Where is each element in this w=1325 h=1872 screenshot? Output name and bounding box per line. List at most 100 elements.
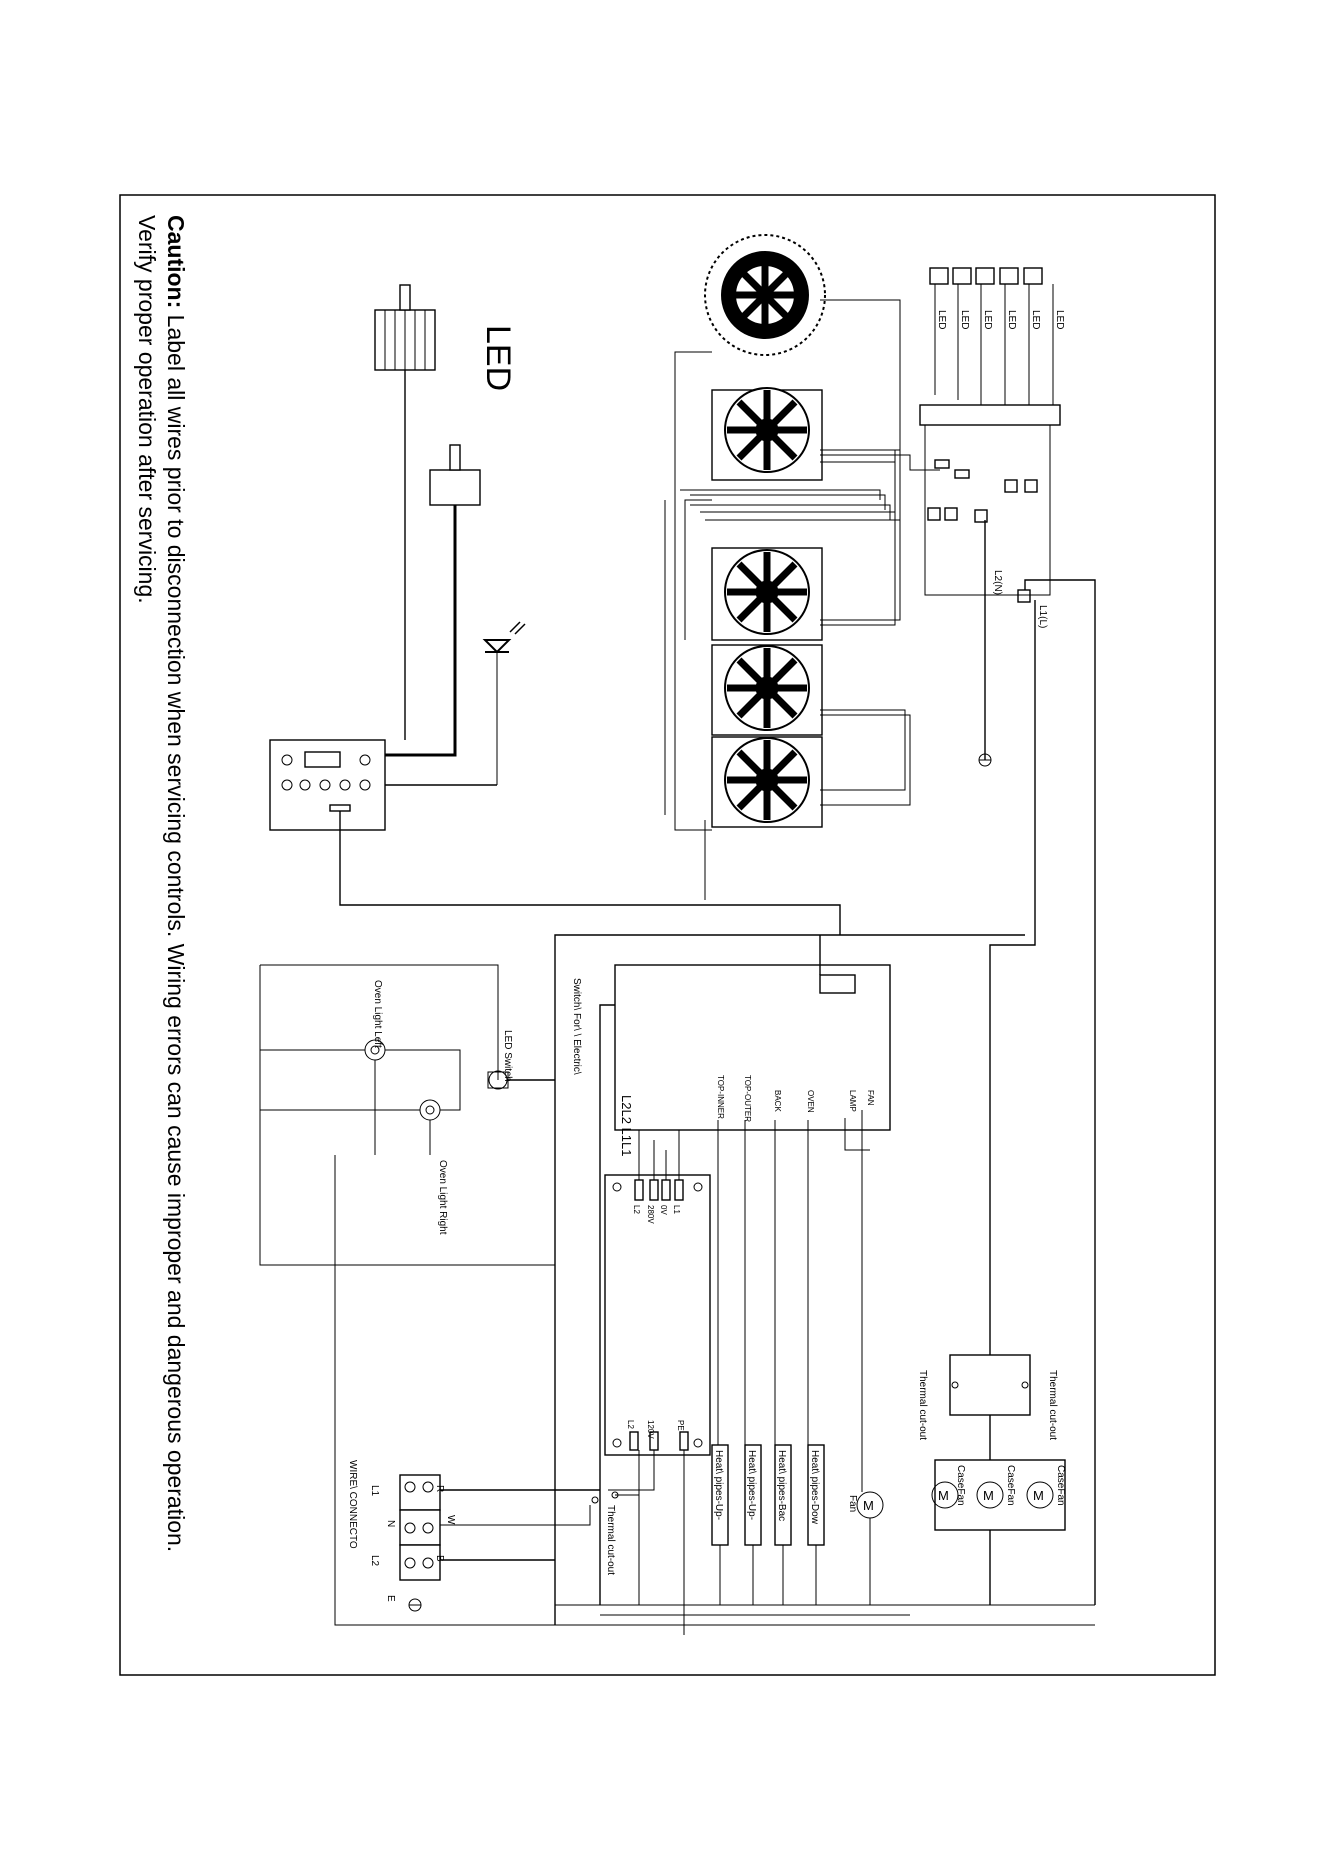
svg-text:Heat\ pipes-Bac: Heat\ pipes-Bac [776,1450,787,1521]
svg-text:Switch\ For\ \ Electric\: Switch\ For\ \ Electric\ [571,978,582,1075]
burner-3 [711,547,823,641]
casefan-label-3: CaseFan [955,1465,966,1506]
svg-text:0V: 0V [659,1205,668,1215]
svg-text:Oven Light Left: Oven Light Left [372,980,383,1048]
power-board [604,1174,711,1456]
caution-line-1: Caution: Label all wires prior to discon… [163,215,189,1552]
svg-text:Thermal cut-out: Thermal cut-out [917,1370,928,1440]
svg-text:OVEN: OVEN [806,1090,815,1113]
casefan-label-1: CaseFan [1055,1465,1066,1506]
led-bar-label-4: LED [1006,310,1017,329]
heat-pipe-label-2: Heat\ pipes-Bac [776,1450,787,1521]
svg-text:TOP-INNER: TOP-INNER [716,1075,725,1119]
svg-text:LED: LED [959,310,970,329]
svg-text:LED: LED [1054,310,1065,329]
thermal-cutouts [949,1354,1031,1416]
svg-text:Heat\ pipes-Up-: Heat\ pipes-Up- [713,1450,724,1520]
connector-l1: L1 [369,1485,380,1497]
svg-text:B: B [434,1555,445,1562]
heat-pipe-label-3: Heat\ pipes-Up- [746,1450,757,1520]
pin-0v: 0V [659,1205,668,1215]
casefan-label-2: CaseFan [1005,1465,1016,1506]
svg-text:L1: L1 [369,1485,380,1497]
svg-text:M: M [1033,1488,1044,1503]
svg-text:TOP-OUTER: TOP-OUTER [743,1075,752,1122]
power-label-l1: L1(L) [1037,605,1048,628]
connector-r: R [434,1485,445,1492]
led-symbol [482,621,526,785]
led-strip [919,267,1061,426]
led-bar-label-5: LED [1030,310,1041,329]
pin-pe: PE [676,1420,685,1431]
oven-light-right [419,1099,441,1121]
main-board-title: Switch\ For\ \ Electric\ [571,978,582,1075]
svg-text:FAN: FAN [866,1090,875,1106]
main-board-supply: L2L2 L1L1 [619,1095,634,1156]
svg-text:E: E [385,1595,396,1602]
connector-e: E [385,1595,396,1602]
svg-text:M: M [863,1498,874,1513]
fan-label: Fan [847,1495,858,1512]
terminal-lamp: LAMP [848,1090,857,1112]
led-bar-label-2: LED [959,310,970,329]
svg-text:L1: L1 [672,1205,681,1214]
svg-text:Heat\ pipes-Dow: Heat\ pipes-Dow [809,1450,820,1525]
transformer [385,444,481,757]
svg-text:120V: 120V [646,1420,655,1439]
svg-text:LED: LED [982,310,993,329]
svg-text:PE: PE [676,1420,685,1431]
terminal-oven: OVEN [806,1090,815,1113]
led-switch-label: LED Switch [502,1030,513,1082]
led-bar-label-3: LED [982,310,993,329]
wire-connector-title: WIRE\ CONNECTO [347,1460,358,1549]
svg-text:LED: LED [936,310,947,329]
svg-text:CaseFan: CaseFan [955,1465,966,1506]
svg-text:M: M [938,1488,949,1503]
connector-l2: L2 [369,1555,380,1567]
svg-text:WIRE\ CONNECTO: WIRE\ CONNECTO [347,1460,358,1549]
caution-note: Caution: Label all wires prior to discon… [134,215,189,1552]
svg-text:L2L2 L1L1: L2L2 L1L1 [619,1095,634,1156]
main-switch-board [554,934,1025,1625]
pin-l1: L1 [672,1205,681,1214]
heat-pipe-label-1: Heat\ pipes-Dow [809,1450,820,1525]
burner-4 [711,644,823,736]
caution-line-2: Verify proper operation after servicing. [134,215,160,604]
svg-text:L2: L2 [626,1420,635,1429]
oven-light-left-label: Oven Light Left [372,980,383,1048]
svg-text:Thermal cut-out: Thermal cut-out [605,1505,616,1575]
svg-text:280V: 280V [646,1205,655,1224]
pin-l2: L2 [632,1205,641,1214]
svg-text:CaseFan: CaseFan [1005,1465,1016,1506]
diagram-frame [119,194,1216,1676]
connector-b: B [434,1555,445,1562]
burner-5 [711,736,823,828]
terminal-fan: FAN [866,1090,875,1106]
pin-l2-bottom: L2 [626,1420,635,1429]
svg-text:W: W [445,1515,456,1525]
thermal-top-label: Thermal cut-out [1047,1370,1058,1440]
svg-text:LED: LED [1030,310,1041,329]
control-panel [269,739,841,935]
terminal-top-outer: TOP-OUTER [743,1075,752,1122]
terminal-back: BACK [773,1090,782,1112]
svg-text:L2: L2 [369,1555,380,1567]
connector-thermal-label: Thermal cut-out [605,1505,616,1575]
thermal-bottom-label: Thermal cut-out [917,1370,928,1440]
led-bar-label-6: LED [1054,310,1065,329]
svg-text:N: N [385,1520,396,1527]
pin-280v: 280V [646,1205,655,1224]
heat-pipes [711,1444,825,1546]
connector-w: W [445,1515,456,1525]
oven-fan-motor: M [856,1491,884,1519]
burner-large [704,234,826,356]
oven-light-right-label: Oven Light Right [437,1160,448,1235]
svg-text:R: R [434,1485,445,1492]
svg-text:LAMP: LAMP [848,1090,857,1112]
svg-text:BACK: BACK [773,1090,782,1112]
svg-text:L2(N): L2(N) [992,570,1003,595]
heat-pipe-label-4: Heat\ pipes-Up- [713,1450,724,1520]
wire-connector [399,1474,441,1612]
casefan-box: M M M [931,1459,1066,1531]
